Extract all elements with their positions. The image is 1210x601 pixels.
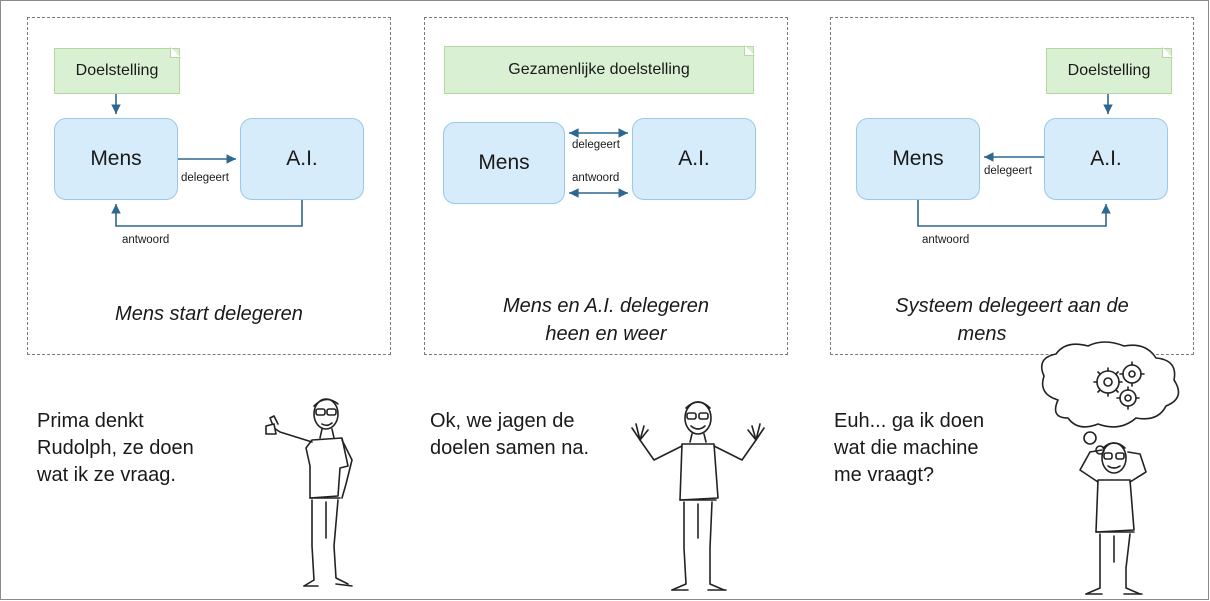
panel-human-starts — [27, 17, 391, 355]
answer-arrow — [111, 200, 303, 227]
man-thinking-gears-icon — [1040, 341, 1180, 595]
ai-label: A.I. — [678, 147, 710, 170]
panel-caption-line1: Systeem delegeert aan de — [895, 295, 1129, 317]
ai-box: A.I. — [240, 118, 364, 200]
man-arms-raised-icon — [631, 401, 765, 591]
ai-box: A.I. — [632, 118, 756, 200]
speech-line: Prima denkt — [37, 410, 144, 432]
delegates-label: delegeert — [572, 139, 620, 151]
panel-back-and-forth — [424, 17, 788, 355]
panel-caption-line1: Mens en A.I. delegeren — [502, 295, 710, 317]
mens-box: Mens — [54, 118, 178, 200]
speech-line: wat ik ze vraag. — [37, 464, 176, 486]
speech-line: Rudolph, ze doen — [37, 437, 194, 459]
ai-label: A.I. — [1090, 147, 1122, 170]
speech-line: wat die machine — [834, 437, 979, 459]
answer-label: antwoord — [572, 172, 620, 184]
speech-line: Ok, we jagen de — [430, 410, 575, 432]
answer-label: antwoord — [122, 234, 170, 246]
panel-system-delegates — [830, 17, 1194, 355]
goal-box: Doelstelling — [54, 48, 180, 94]
speech-text-1: Prima denkt Rudolph, ze doen wat ik ze v… — [37, 408, 194, 489]
speech-text-3: Euh... ga ik doen wat die machine me vra… — [834, 408, 984, 489]
goal-label: Doelstelling — [75, 62, 159, 79]
panel-caption: Mens start delegeren — [115, 303, 303, 325]
answer-label: antwoord — [922, 234, 970, 246]
mens-box: Mens — [443, 122, 565, 204]
goal-label: Doelstelling — [1067, 62, 1151, 79]
speech-line: Euh... ga ik doen — [834, 410, 985, 432]
shared-goal-box: Gezamenlijke doelstelling — [444, 46, 754, 94]
speech-line: doelen samen na. — [430, 437, 590, 459]
ai-box: A.I. — [1044, 118, 1168, 200]
panel-caption-line2: mens — [942, 320, 1022, 348]
answer-arrow — [917, 200, 1111, 227]
goal-label: Gezamenlijke doelstelling — [508, 61, 690, 78]
goal-box: Doelstelling — [1046, 48, 1172, 94]
gear-icon — [1119, 361, 1145, 387]
mens-box: Mens — [856, 118, 980, 200]
mens-label: Mens — [90, 147, 142, 170]
man-thumbs-up-icon — [265, 398, 353, 587]
delegates-label: delegeert — [181, 172, 229, 184]
gear-icon — [1116, 386, 1140, 410]
mens-label: Mens — [892, 147, 944, 170]
gear-icon — [1093, 367, 1123, 397]
panel-caption-line2: heen en weer — [545, 323, 667, 345]
delegates-label: delegeert — [984, 165, 1032, 177]
speech-text-2: Ok, we jagen de doelen samen na. — [430, 408, 589, 462]
speech-line: me vraagt? — [834, 464, 935, 486]
mens-label: Mens — [478, 151, 530, 174]
ai-label: A.I. — [286, 147, 318, 170]
